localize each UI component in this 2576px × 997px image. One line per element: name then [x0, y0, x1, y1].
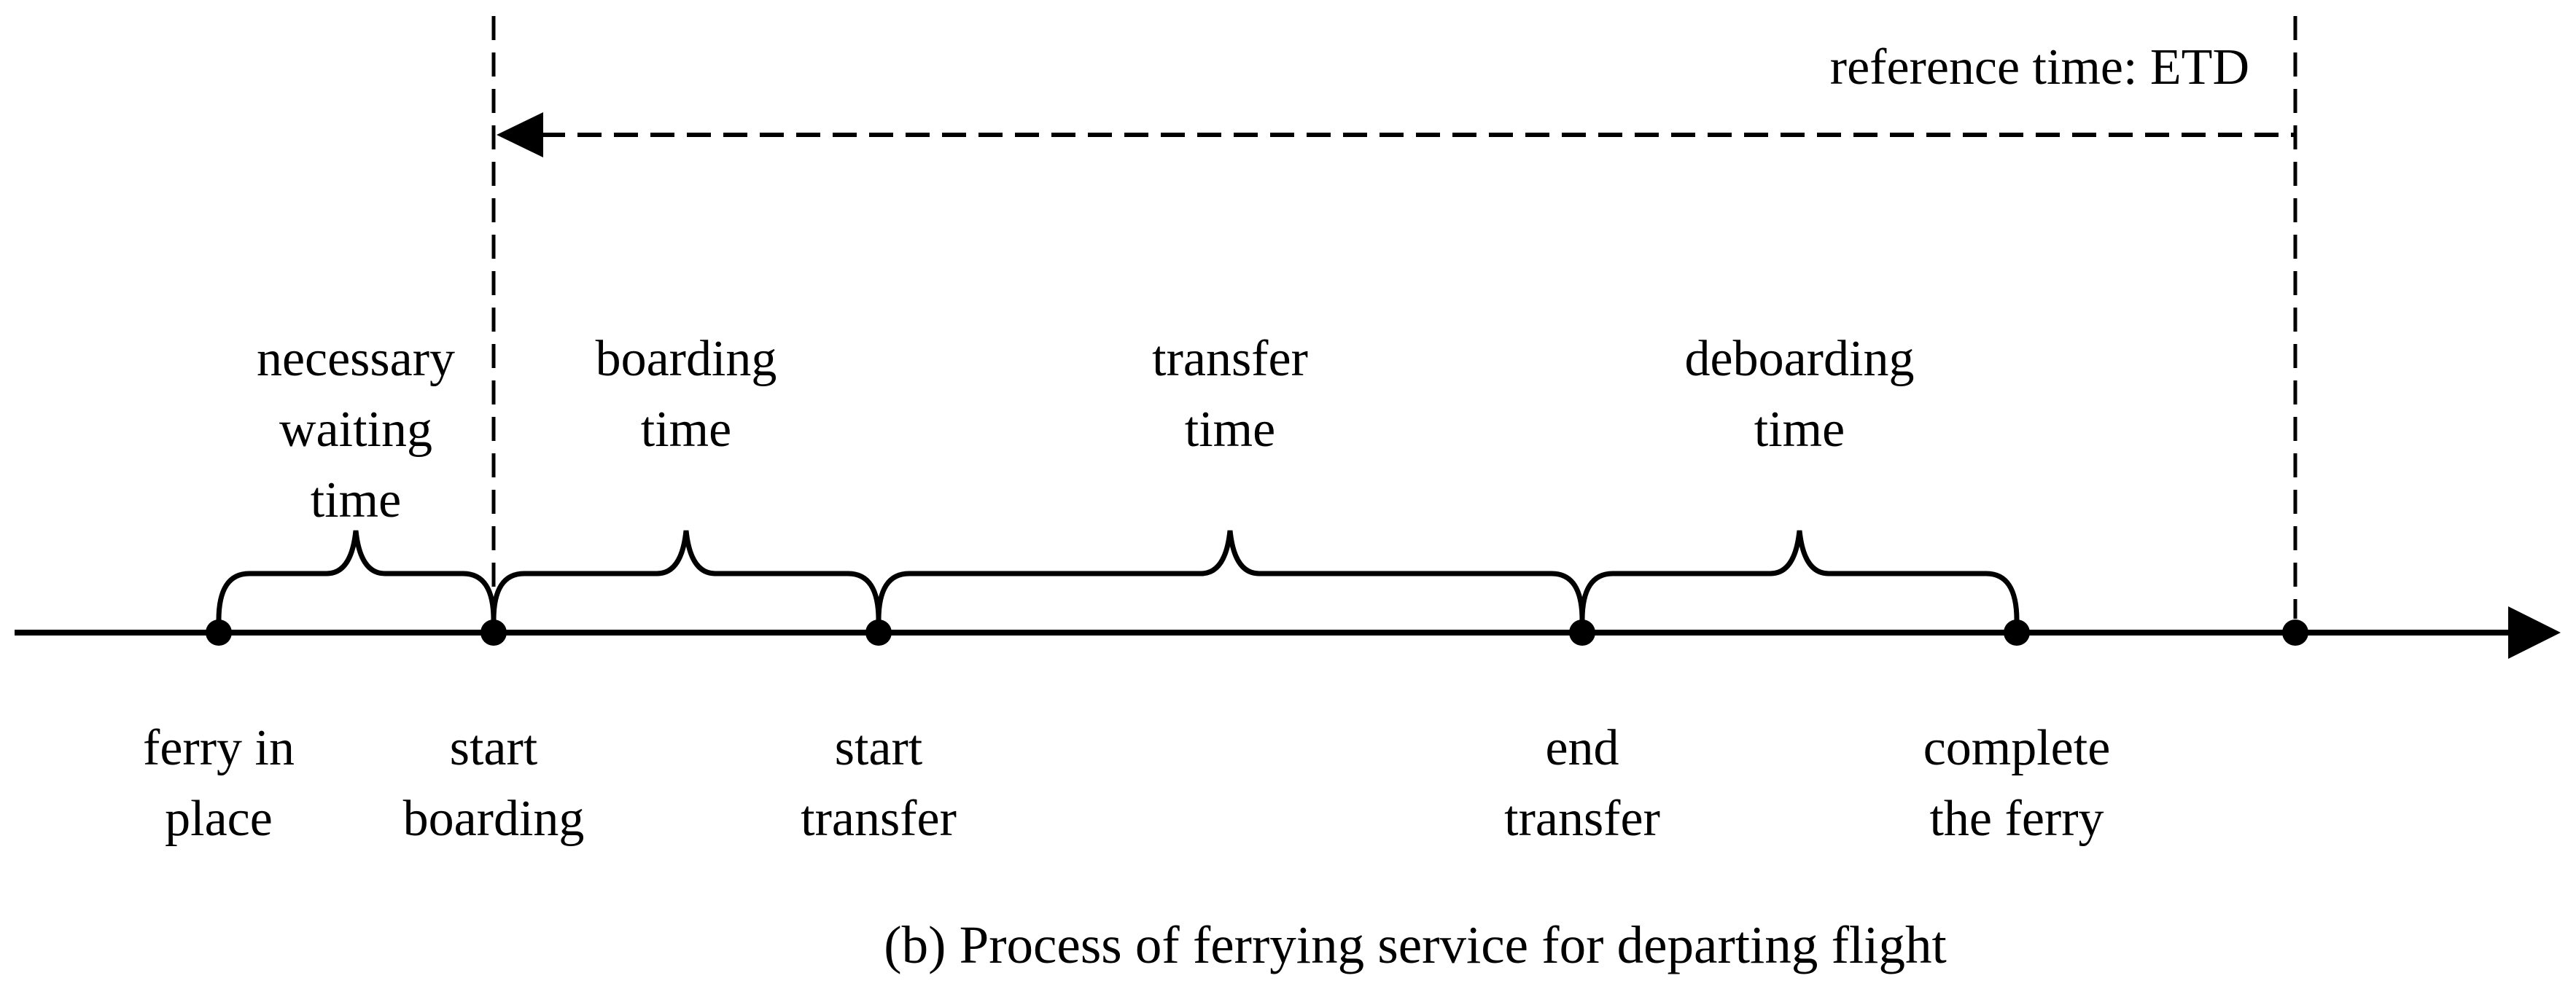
duration-label-deboarding-time: deboarding time [1685, 324, 1915, 465]
figure-caption: (b) Process of ferrying service for depa… [884, 915, 1947, 974]
duration-label-line: transfer [1152, 331, 1308, 387]
brace-deboarding-time [1579, 530, 2020, 621]
event-label-line: place [165, 791, 273, 847]
event-label-line: start [834, 720, 923, 776]
event-label-complete-the-ferry: complete the ferry [1923, 713, 2111, 854]
event-label-start-boarding: start boarding [403, 713, 585, 854]
event-label-start-transfer: start transfer [801, 713, 957, 854]
event-dot-etd [2282, 619, 2308, 646]
event-label-line: transfer [801, 791, 957, 847]
event-dot-start-transfer [865, 619, 892, 646]
event-label-line: the ferry [1929, 791, 2104, 847]
duration-label-line: time [310, 472, 402, 528]
duration-label-line: boarding [595, 331, 777, 387]
duration-label-line: time [640, 402, 732, 458]
event-label-line: end [1545, 720, 1619, 776]
event-dot-end-transfer [1569, 619, 1595, 646]
brace-transfer-time [876, 530, 1585, 621]
duration-label-line: necessary [256, 331, 456, 387]
event-label-line: boarding [402, 791, 585, 847]
event-label-end-transfer: end transfer [1504, 713, 1660, 854]
event-label-line: ferry in [143, 720, 295, 776]
brace-boarding-time [491, 530, 882, 621]
duration-label-line: time [1754, 402, 1845, 458]
duration-label-necessary-waiting-time: necessary waiting time [257, 324, 455, 536]
event-label-line: complete [1923, 720, 2111, 776]
brace-necessary-waiting-time [216, 530, 497, 621]
duration-label-boarding-time: boarding time [596, 324, 777, 465]
reference-time-label: reference time: ETD [1829, 39, 2249, 95]
event-label-line: transfer [1504, 791, 1660, 847]
event-dot-start-boarding [480, 619, 507, 646]
event-label-ferry-in-place: ferry in place [143, 713, 295, 854]
event-label-line: start [449, 720, 538, 776]
duration-label-line: waiting [279, 402, 432, 458]
timeline-arrowhead-icon [2508, 606, 2561, 659]
event-dot-ferry-in-place [206, 619, 232, 646]
duration-label-line: deboarding [1684, 331, 1915, 387]
event-dot-complete-the-ferry [2004, 619, 2030, 646]
duration-label-transfer-time: transfer time [1152, 324, 1308, 465]
duration-label-line: time [1184, 402, 1276, 458]
reference-arrowhead-icon [497, 112, 543, 157]
